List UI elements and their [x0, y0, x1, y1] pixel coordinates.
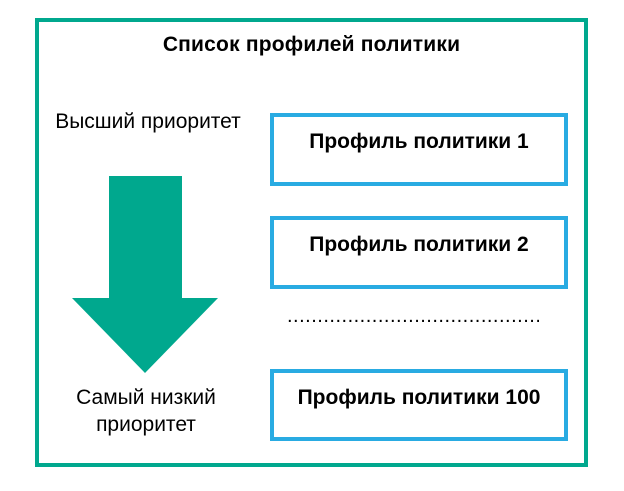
highest-priority-label: Высший приоритет [55, 110, 241, 133]
policy-profile-100-label: Профиль политики 100 [297, 386, 541, 409]
policy-profile-box-100: Профиль политики 100 [270, 369, 568, 441]
policy-profile-box-1: Профиль политики 1 [270, 113, 568, 186]
policy-profile-1-label: Профиль политики 1 [309, 130, 529, 153]
priority-down-arrow-icon [72, 176, 218, 373]
ellipsis-dots: ........................................… [287, 306, 539, 327]
policy-profile-box-2: Профиль политики 2 [270, 216, 568, 289]
policy-profile-2-label: Профиль политики 2 [309, 233, 529, 256]
diagram-title: Список профилей политики [162, 33, 461, 56]
lowest-priority-label: Самый низкий приоритет [76, 386, 216, 436]
